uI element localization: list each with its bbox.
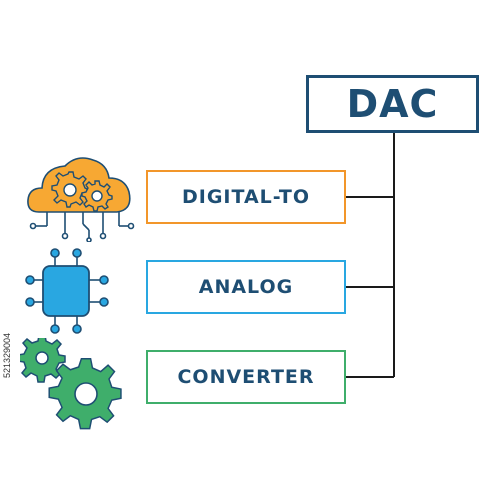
- chip-icon: [25, 248, 109, 334]
- term-box-converter: CONVERTER: [146, 350, 346, 404]
- gears-icon: [20, 338, 122, 430]
- term-label: ANALOG: [198, 276, 294, 298]
- term-label: DIGITAL-TO: [181, 186, 310, 208]
- term-box-analog: ANALOG: [146, 260, 346, 314]
- term-box-digital-to: DIGITAL-TO: [146, 170, 346, 224]
- title-box: DAC: [306, 75, 479, 133]
- cloud-gears-icon: [27, 157, 135, 242]
- title-text: DAC: [346, 82, 439, 126]
- term-label: CONVERTER: [177, 366, 315, 388]
- stock-id: 521329004: [2, 332, 12, 378]
